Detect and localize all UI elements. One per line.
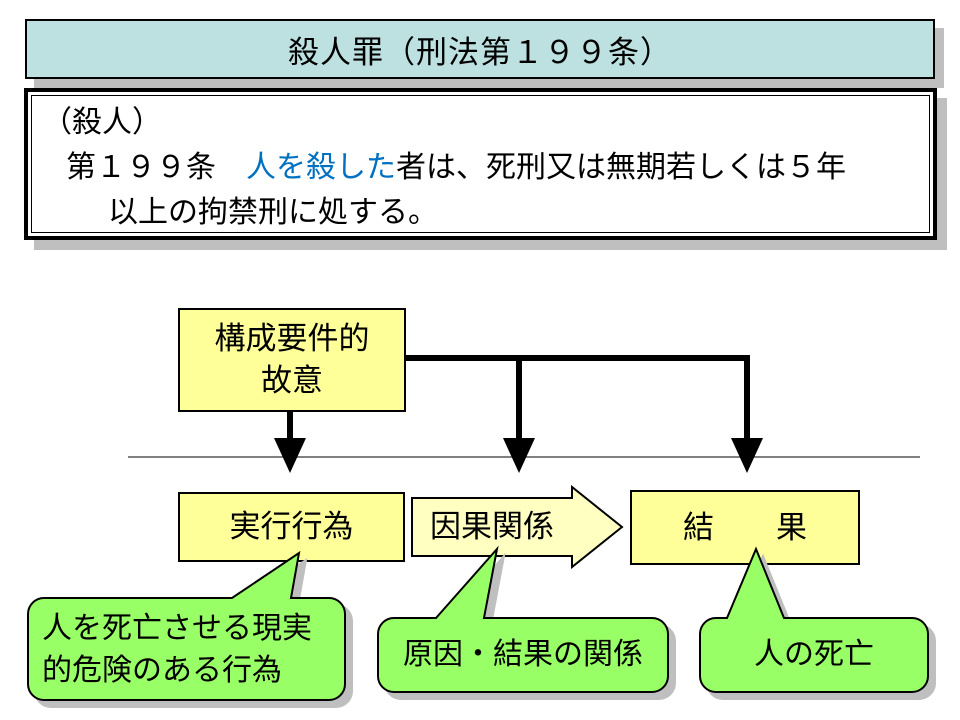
statute-article-line: 第１９９条 人を殺した者は、死刑又は無期若しくは５年 <box>66 145 921 190</box>
down-arrowhead-left-icon <box>274 438 306 473</box>
act-box: 実行行為 <box>178 492 405 562</box>
statute-box-inner-border: （殺人） 第１９９条 人を殺した者は、死刑又は無期若しくは５年 以上の拘禁刑に処… <box>31 95 930 233</box>
result-box: 結 果 <box>630 490 860 565</box>
causation-arrow-label-wrap: 因果関係 <box>412 498 572 556</box>
result-box-label: 結 果 <box>683 509 807 545</box>
down-arrowhead-middle-icon <box>503 438 535 473</box>
intent-box-label: 構成要件的 故意 <box>214 321 370 398</box>
callout-result-label-wrap: 人の死亡 <box>700 618 928 692</box>
statute-line2-suffix: 者は、死刑又は無期若しくは５年 <box>396 151 846 184</box>
statute-caption: （殺人） <box>42 106 162 139</box>
statute-line3: 以上の拘禁刑に処する。 <box>108 196 438 229</box>
down-arrowhead-right-icon <box>731 438 763 473</box>
callout-act-label-wrap: 人を死亡させる現実 的危険のある行為 <box>42 600 342 700</box>
act-box-label: 実行行為 <box>229 509 354 544</box>
causation-arrow-shape <box>411 484 624 570</box>
slide-title: 殺人罪（刑法第１９９条） <box>288 34 672 70</box>
causation-arrow-label: 因果関係 <box>430 509 554 544</box>
intent-box: 構成要件的 故意 <box>178 308 406 412</box>
statute-box: （殺人） 第１９９条 人を殺した者は、死刑又は無期若しくは５年 以上の拘禁刑に処… <box>24 88 937 240</box>
callout-causation-label: 原因・結果の関係 <box>403 638 643 671</box>
callout-causation-shape <box>377 545 669 693</box>
callout-result-label: 人の死亡 <box>754 638 874 671</box>
callout-causation-label-wrap: 原因・結果の関係 <box>378 618 668 692</box>
statute-highlighted-text: 人を殺した <box>246 151 396 184</box>
title-box: 殺人罪（刑法第１９９条） <box>25 19 935 79</box>
callout-act-shape <box>27 550 346 701</box>
callout-result-shape <box>699 546 929 693</box>
statute-article-number: 第１９９条 <box>66 151 246 184</box>
callout-act-label: 人を死亡させる現実 的危険のある行為 <box>42 612 312 687</box>
